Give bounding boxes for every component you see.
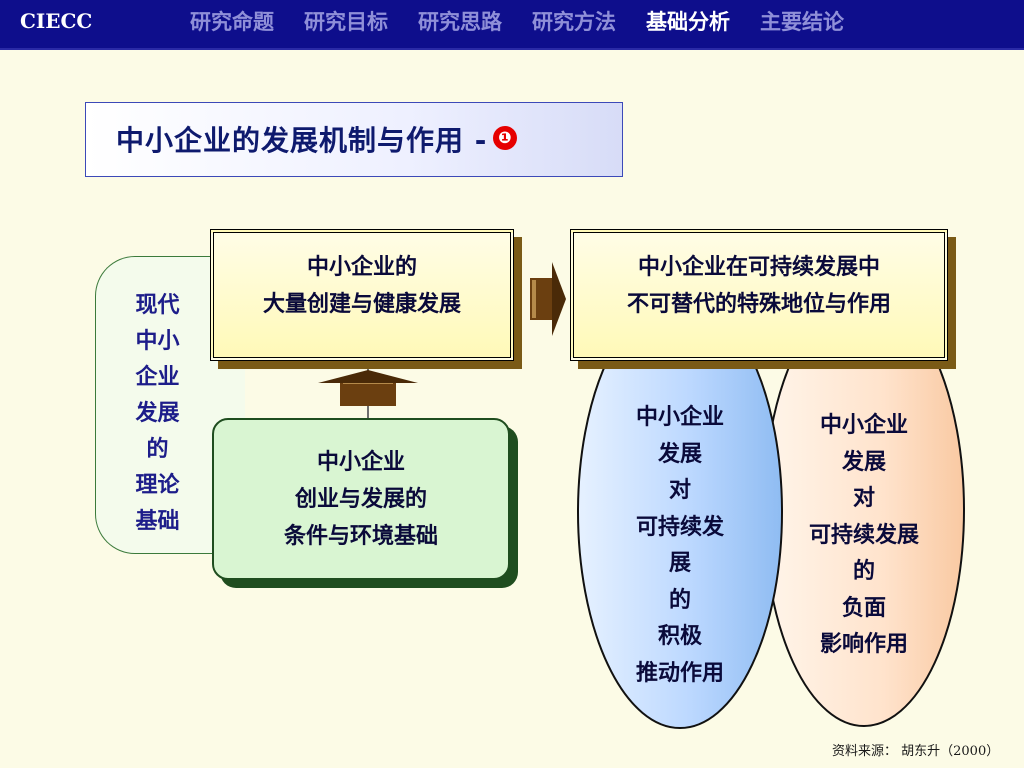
development-box-line2: 大量创建与健康发展 (262, 292, 461, 317)
source-citation: 资料来源： 胡东升（2000） (832, 744, 1000, 759)
nav-item-research-approach[interactable]: 研究思路 (418, 10, 502, 34)
negative-impact-label: 中小企业 发展 对 可持续发展 的 负面 影响作用 (808, 413, 919, 657)
logo: CIECC (20, 9, 93, 33)
nav-item-basic-analysis[interactable]: 基础分析 (646, 10, 730, 34)
conditions-box-line1: 中小企业 (316, 450, 405, 475)
top-nav-bar: CIECC 研究命题 研究目标 研究思路 研究方法 基础分析 主要结论 (0, 0, 1024, 50)
nav-menu: 研究命题 研究目标 研究思路 研究方法 基础分析 主要结论 (190, 7, 874, 39)
theory-foundation-label: 现代 中小 企业 发展 的 理论 基础 (135, 293, 180, 534)
development-box: 中小企业的 大量创建与健康发展 (210, 229, 514, 361)
conditions-box-line2: 创业与发展的 (294, 487, 427, 512)
development-box-line1: 中小企业的 (306, 255, 417, 280)
role-box-line2: 不可替代的特殊地位与作用 (626, 292, 891, 317)
nav-item-research-goal[interactable]: 研究目标 (304, 10, 388, 34)
role-box-line1: 中小企业在可持续发展中 (637, 255, 880, 280)
role-box: 中小企业在可持续发展中 不可替代的特殊地位与作用 (570, 229, 948, 361)
slide-title: 中小企业的发展机制与作用 -❶ (116, 119, 518, 159)
up-arrow-icon (318, 370, 418, 406)
nav-item-research-method[interactable]: 研究方法 (532, 10, 616, 34)
conditions-box-line3: 条件与环境基础 (283, 524, 438, 549)
right-arrow-icon (530, 262, 566, 336)
nav-item-main-conclusion[interactable]: 主要结论 (760, 10, 844, 34)
nav-item-research-topic[interactable]: 研究命题 (190, 10, 274, 34)
positive-impact-label: 中小企业 发展 对 可持续发 展 的 积极 推动作用 (635, 405, 724, 686)
slide-title-text: 中小企业的发展机制与作用 - (116, 124, 488, 157)
slide-title-box: 中小企业的发展机制与作用 -❶ (85, 102, 623, 177)
conditions-box: 中小企业 创业与发展的 条件与环境基础 (212, 418, 510, 580)
number-one-badge-icon: ❶ (493, 126, 518, 150)
